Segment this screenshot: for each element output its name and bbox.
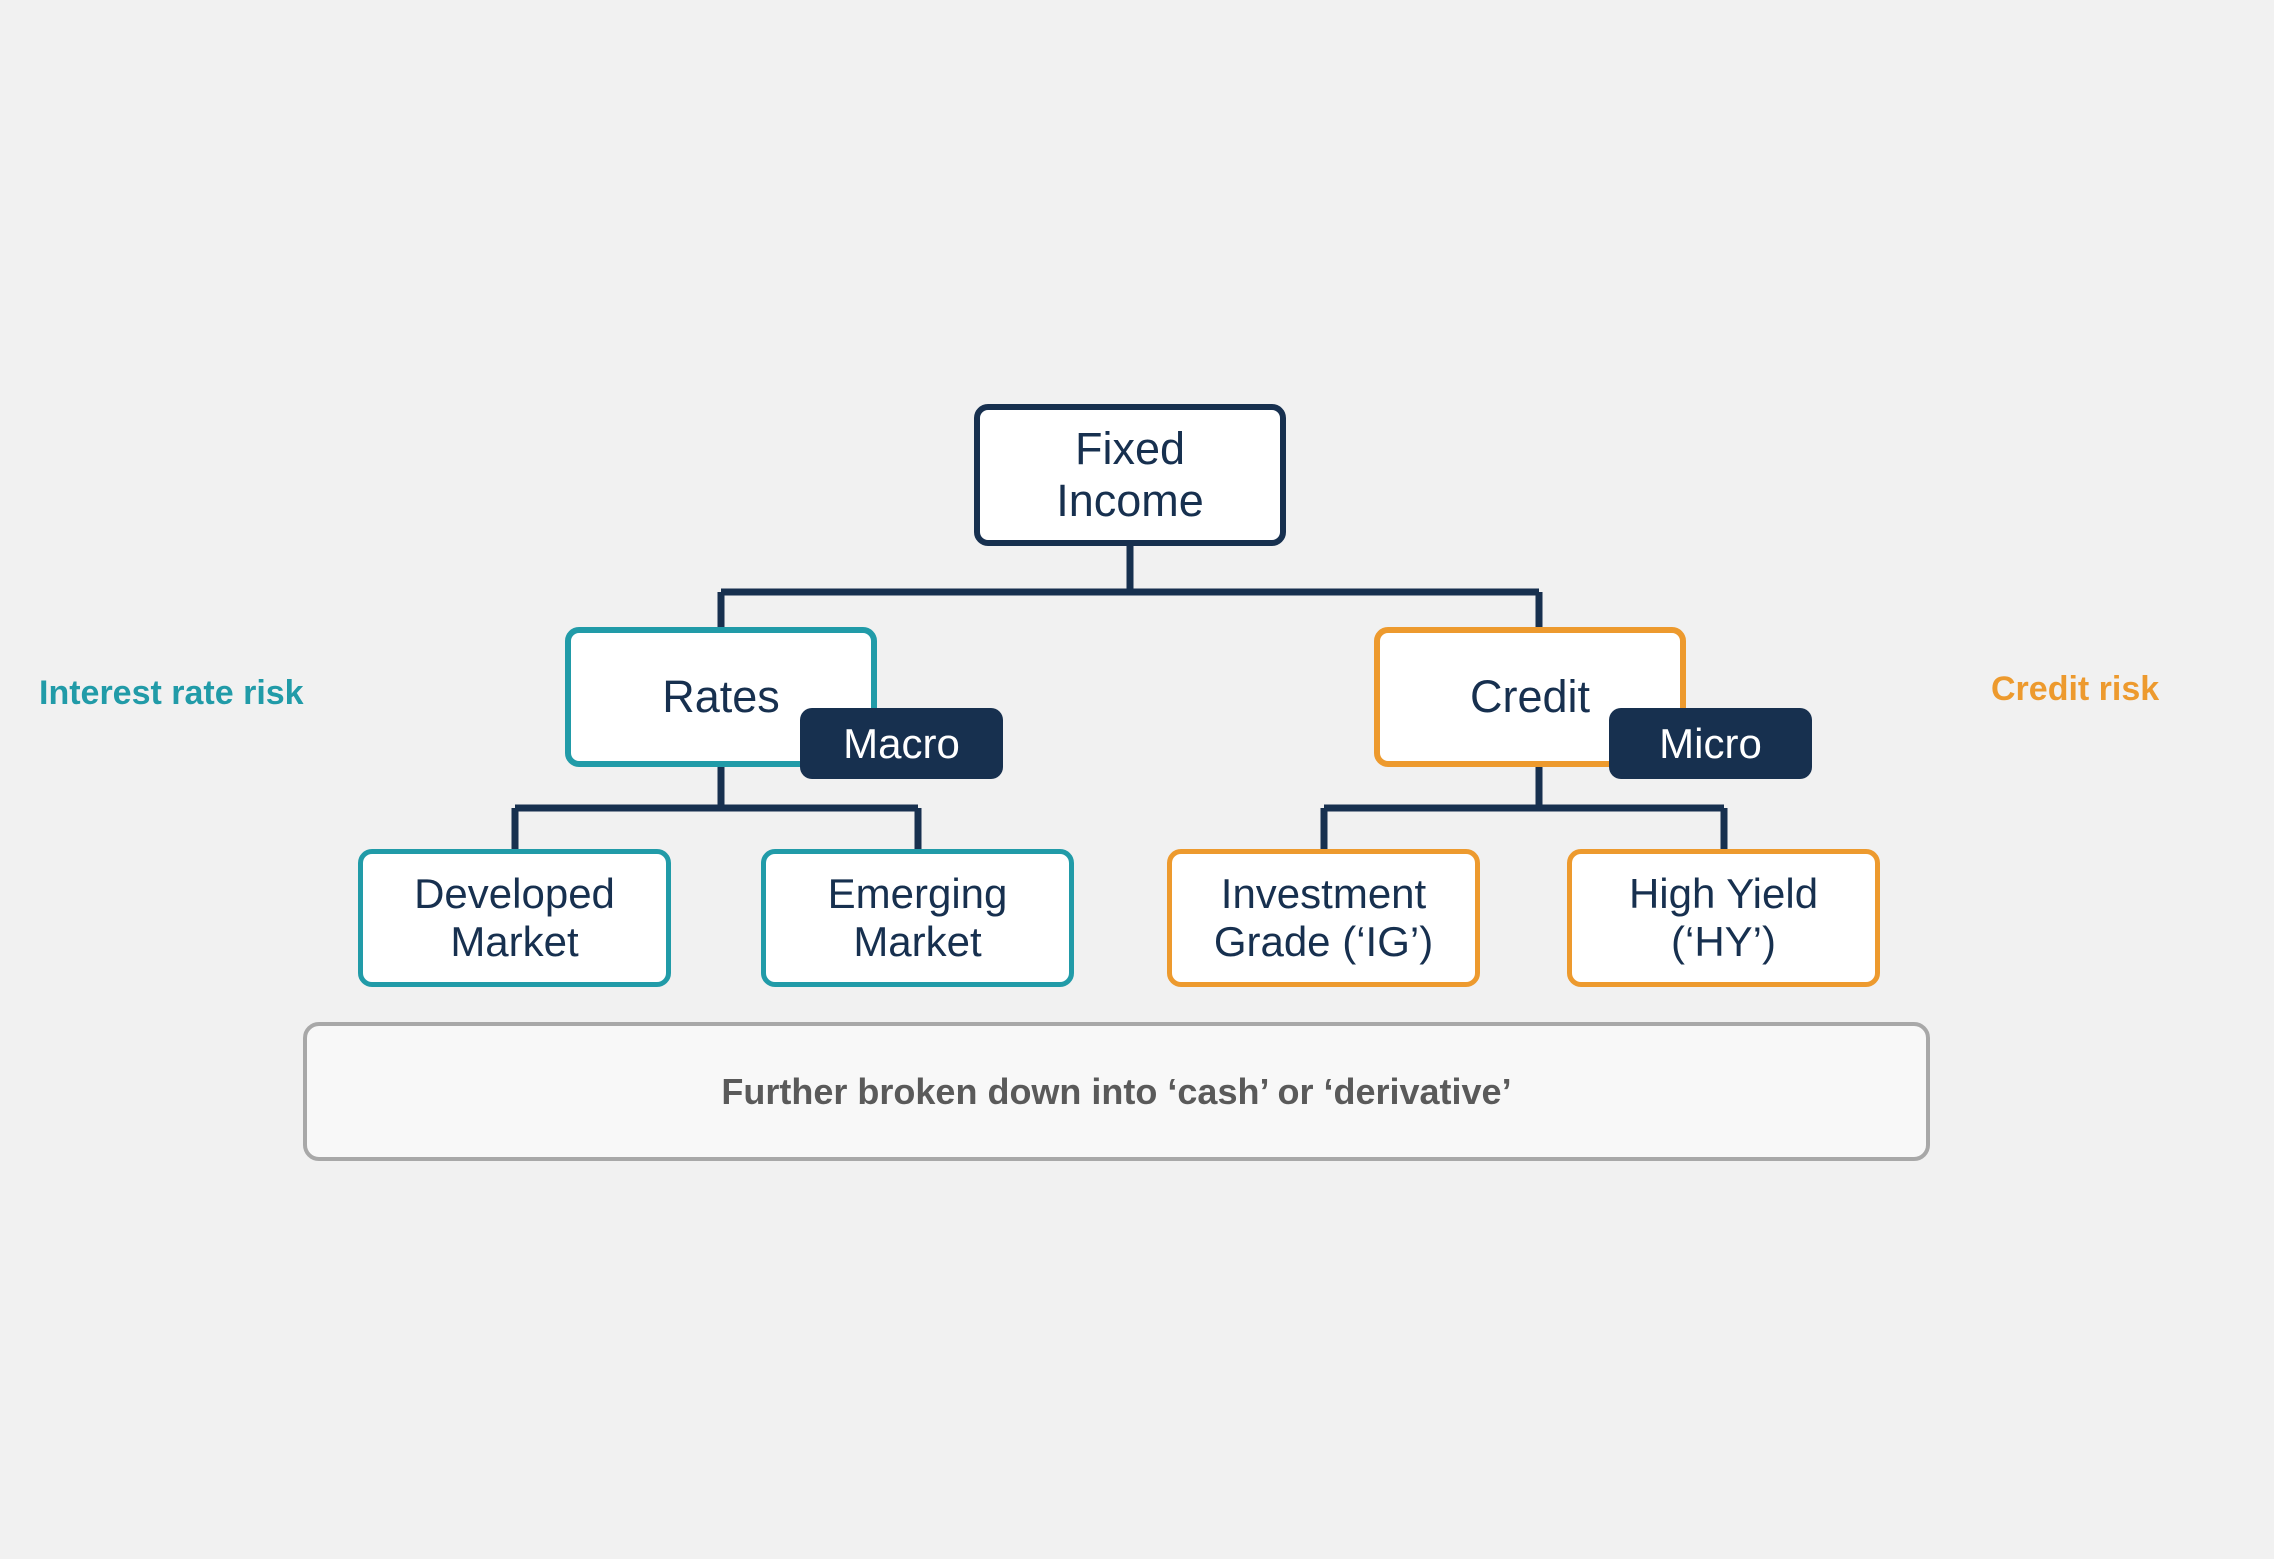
label-credit-risk: Credit risk (1991, 670, 2160, 708)
node-emerging-market[interactable]: Emerging Market (761, 849, 1074, 987)
badge-micro: Micro (1609, 708, 1812, 779)
node-high-yield[interactable]: High Yield (‘HY’) (1567, 849, 1880, 987)
node-developed-market[interactable]: Developed Market (358, 849, 671, 987)
badge-macro: Macro (800, 708, 1003, 779)
node-fixed-income[interactable]: Fixed Income (974, 404, 1286, 546)
label-interest-rate-risk: Interest rate risk (39, 674, 304, 712)
node-rates[interactable]: Rates (565, 627, 877, 767)
footer-note-banner: Further broken down into ‘cash’ or ‘deri… (303, 1022, 1930, 1161)
node-investment-grade[interactable]: Investment Grade (‘IG’) (1167, 849, 1480, 987)
